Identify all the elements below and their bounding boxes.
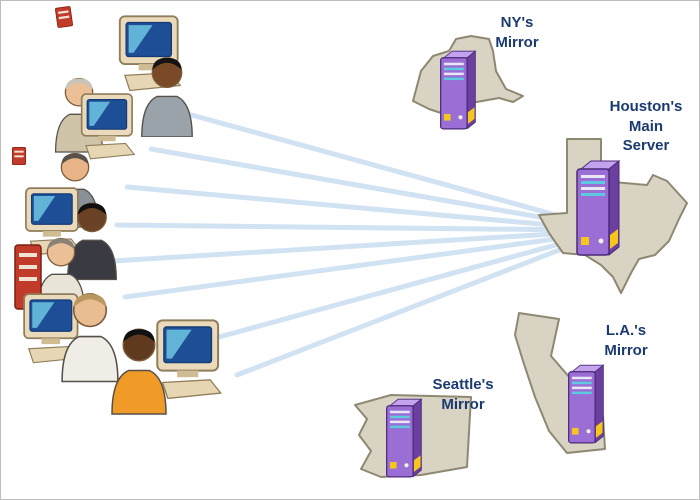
connection-beam — [174, 108, 588, 226]
connection-beam — [124, 184, 588, 231]
server-icons — [386, 50, 620, 478]
connection-beams — [110, 108, 588, 378]
server-icon-seattle-mirror — [386, 398, 422, 478]
connection-beam — [110, 229, 588, 264]
connection-beam — [114, 222, 588, 233]
connection-beam — [148, 146, 588, 228]
connection-beam — [234, 237, 588, 378]
server-icon-houston-main — [576, 160, 620, 256]
connection-beam — [194, 234, 588, 346]
red-books — [54, 5, 74, 29]
client-computer — [80, 93, 136, 160]
server-icon-la-mirror — [568, 364, 604, 444]
server-icon-ny-mirror — [440, 50, 476, 130]
connection-beam — [122, 232, 588, 300]
client-computer — [156, 319, 222, 400]
red-books — [11, 146, 27, 166]
client-cluster — [11, 5, 222, 415]
red-tower — [14, 244, 42, 310]
